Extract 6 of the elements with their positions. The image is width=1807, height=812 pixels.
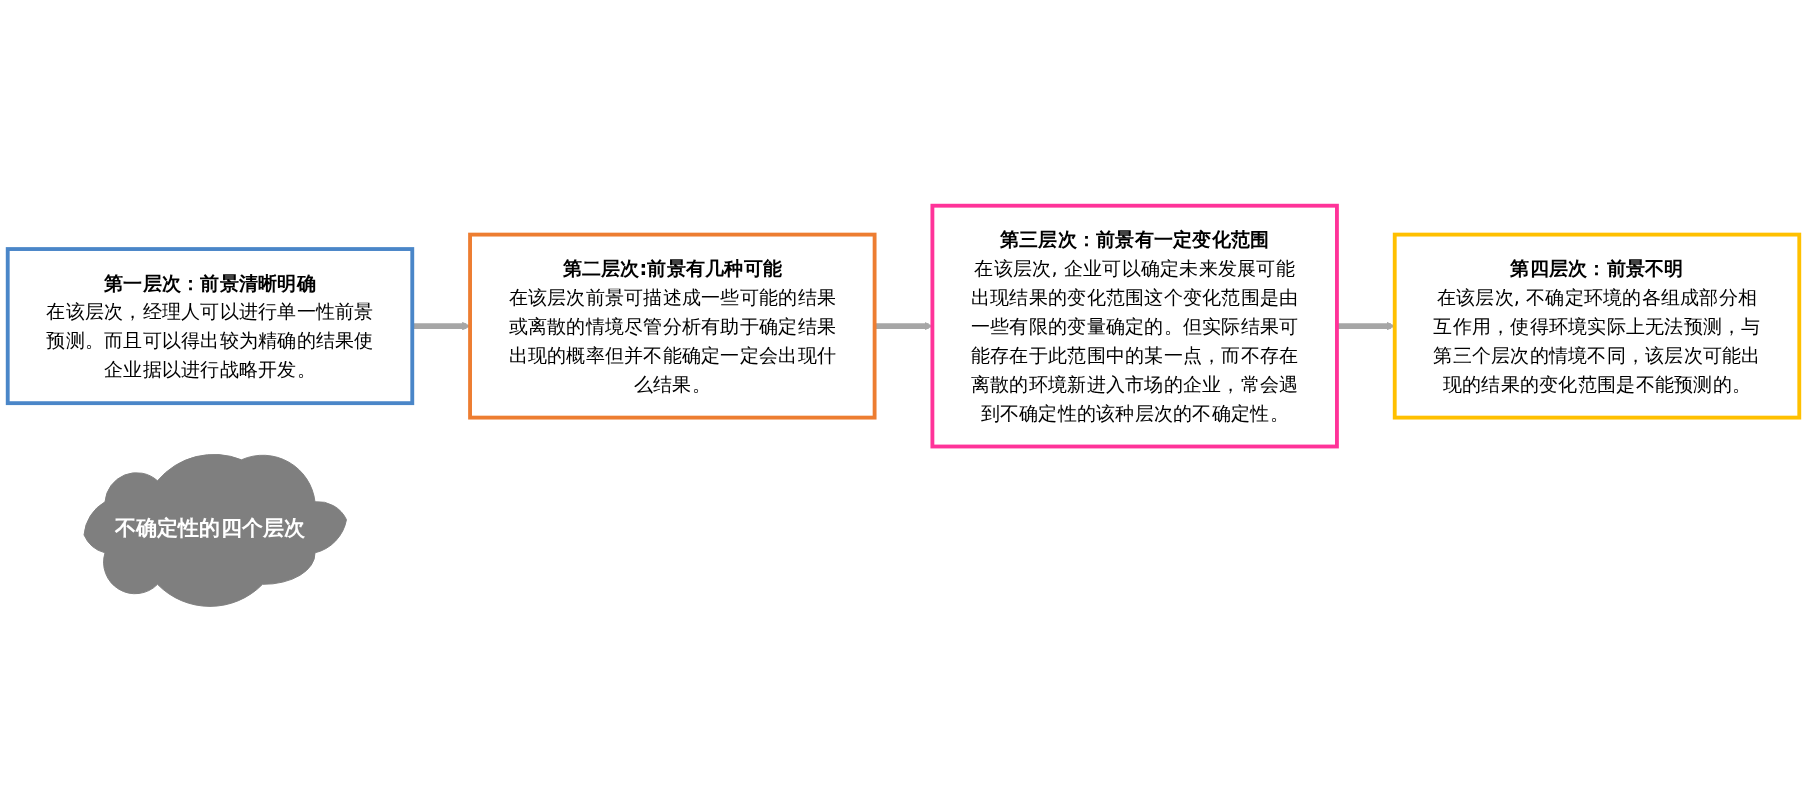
node-box: 第一层次：前景清晰明确 在该层次，经理人可以进行单一性前景预测。而且可以得出较为精确的结果使企业据以进行战略开发。 — [5, 247, 415, 406]
node-box: 第二层次:前景有几种可能 在该层次前景可描述成一些可能的结果或离散的情境尽管分析有助于确定结果出现的概率但并不能确定一定会出现什么结果。 — [468, 232, 877, 420]
arrow — [874, 321, 933, 331]
node-box: 第四层次：前景不明 在该层次, 不确定环境的各组成部分相互作用，使得环境实际上无法预测，与第三个层次的情境不同，该层次可能出现的结果的变化范围是不能预测的。 — [1392, 232, 1802, 420]
node-box: 第三层次：前景有一定变化范围 在该层次, 企业可以确定未来发展可能出现结果的变化范围这个变化范围是由一些有限的变量确定的。但实际结果可能存在于此范围中的某一点，而不存在离散的环境新进入市场的企业，常会遇到不确定性的该种层次的不确定性。 — [930, 203, 1339, 449]
arrow — [412, 321, 471, 331]
